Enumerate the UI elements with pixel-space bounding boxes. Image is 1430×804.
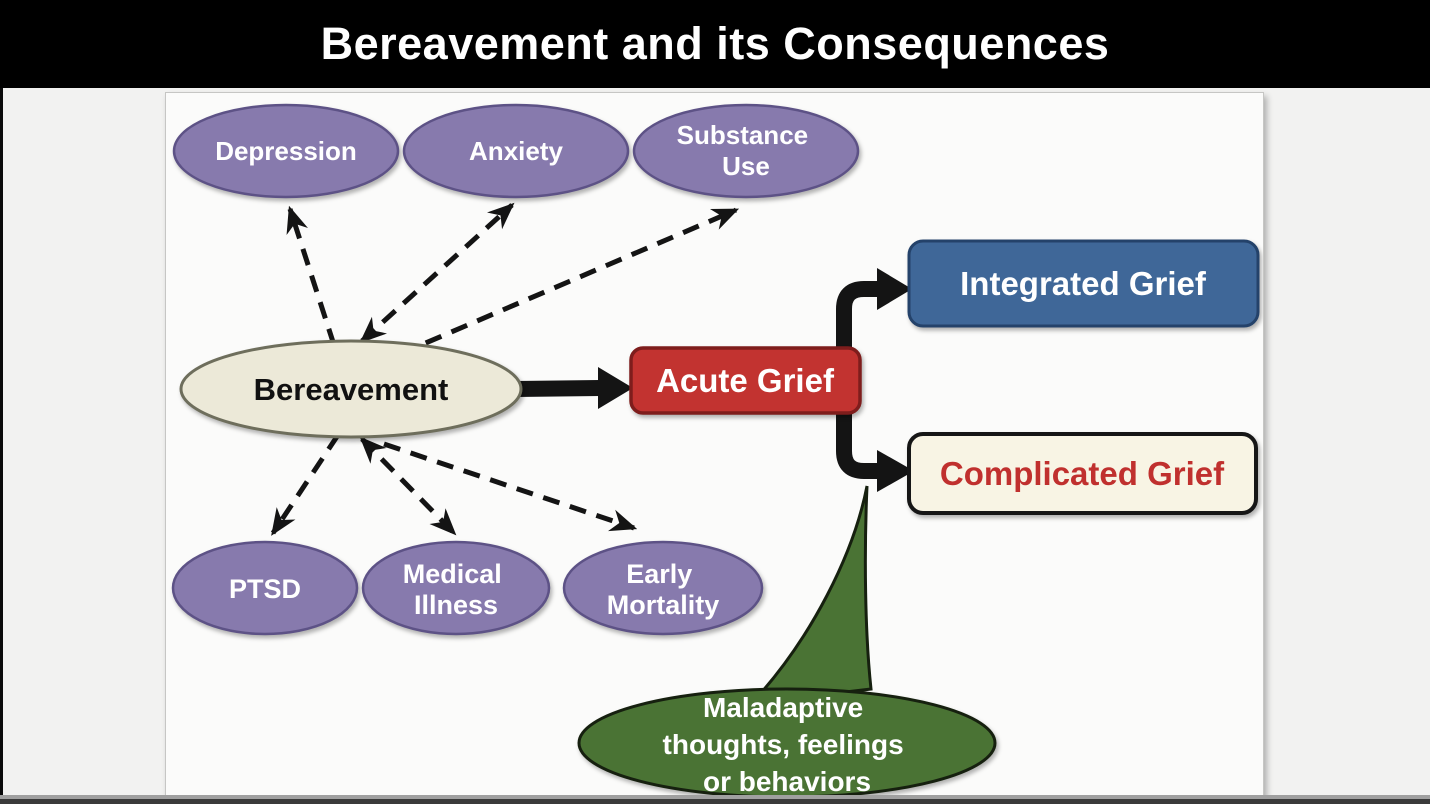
node-substance-use: Substance Use: [632, 103, 860, 199]
left-edge-strip: [0, 88, 3, 804]
title-bar: Bereavement and its Consequences: [0, 0, 1430, 88]
anxiety-ellipse: [402, 103, 630, 199]
acute-grief-box: [629, 346, 862, 415]
edge-bereavement-substance-use: [399, 207, 740, 357]
node-integrated-grief: Integrated Grief: [907, 239, 1260, 328]
node-bereavement: Bereavement: [179, 339, 523, 439]
slide-title: Bereavement and its Consequences: [320, 18, 1110, 69]
elbow-connectors: [836, 268, 914, 492]
edge-bereavement-depression: [286, 205, 337, 346]
early-mortality-label: Early Mortality: [607, 559, 720, 620]
node-ptsd: PTSD: [171, 540, 359, 636]
ptsd-ellipse: [171, 540, 359, 636]
edge-bereavement-anxiety: [359, 202, 515, 344]
medical-illness-ellipse: [361, 540, 551, 636]
node-complicated-grief: Complicated Grief: [907, 432, 1258, 515]
substance-use-label: Substance Use: [677, 120, 816, 181]
slide-canvas: Maladaptive thoughts, feelings or behavi…: [0, 88, 1430, 804]
callout-pointer-tail: [748, 485, 873, 705]
node-medical-illness: Medical Illness: [361, 540, 551, 636]
edge-bereavement-acute-arrowhead: [598, 367, 633, 409]
edge-acute-integrated: [836, 281, 879, 385]
complicated-grief-box: [907, 432, 1258, 515]
integrated-grief-box: [907, 239, 1260, 328]
integrated-grief-label: Integrated Grief: [960, 265, 1207, 302]
bereavement-ellipse: [179, 339, 523, 439]
edge-bereavement-acute-shaft: [515, 380, 601, 397]
node-early-mortality: Early Mortality: [562, 540, 764, 636]
bottom-edge-strip: [0, 795, 1430, 804]
callout-label: Maladaptive thoughts, feelings or behavi…: [663, 692, 912, 796]
edge-bereavement-early-mortality: [383, 441, 638, 532]
medical-illness-label: Medical Illness: [403, 559, 510, 620]
substance-use-ellipse: [632, 103, 860, 199]
anxiety-label: Anxiety: [469, 136, 563, 166]
edge-acute-complicated: [836, 385, 879, 479]
depression-ellipse: [172, 103, 400, 199]
node-depression: Depression: [172, 103, 400, 199]
acute-grief-label: Acute Grief: [656, 362, 835, 399]
depression-label: Depression: [215, 136, 357, 166]
bereavement-flowchart: Maladaptive thoughts, feelings or behavi…: [171, 103, 1260, 796]
edge-bereavement-ptsd: [270, 433, 341, 536]
edge-bereavement-acute: [515, 367, 633, 409]
dashed-edges: [270, 202, 740, 536]
node-anxiety: Anxiety: [402, 103, 630, 199]
node-maladaptive-callout: Maladaptive thoughts, feelings or behavi…: [577, 687, 997, 796]
bereavement-label: Bereavement: [254, 372, 449, 407]
edge-acute-complicated-arrowhead: [877, 450, 914, 492]
ptsd-label: PTSD: [229, 574, 301, 604]
early-mortality-ellipse: [562, 540, 764, 636]
callout-ellipse: [577, 687, 997, 796]
complicated-grief-label: Complicated Grief: [940, 455, 1225, 492]
edge-bereavement-medical-illness: [359, 436, 457, 536]
slide: Maladaptive thoughts, feelings or behavi…: [165, 92, 1264, 797]
node-acute-grief: Acute Grief: [629, 346, 862, 415]
edge-acute-integrated-arrowhead: [877, 268, 912, 310]
